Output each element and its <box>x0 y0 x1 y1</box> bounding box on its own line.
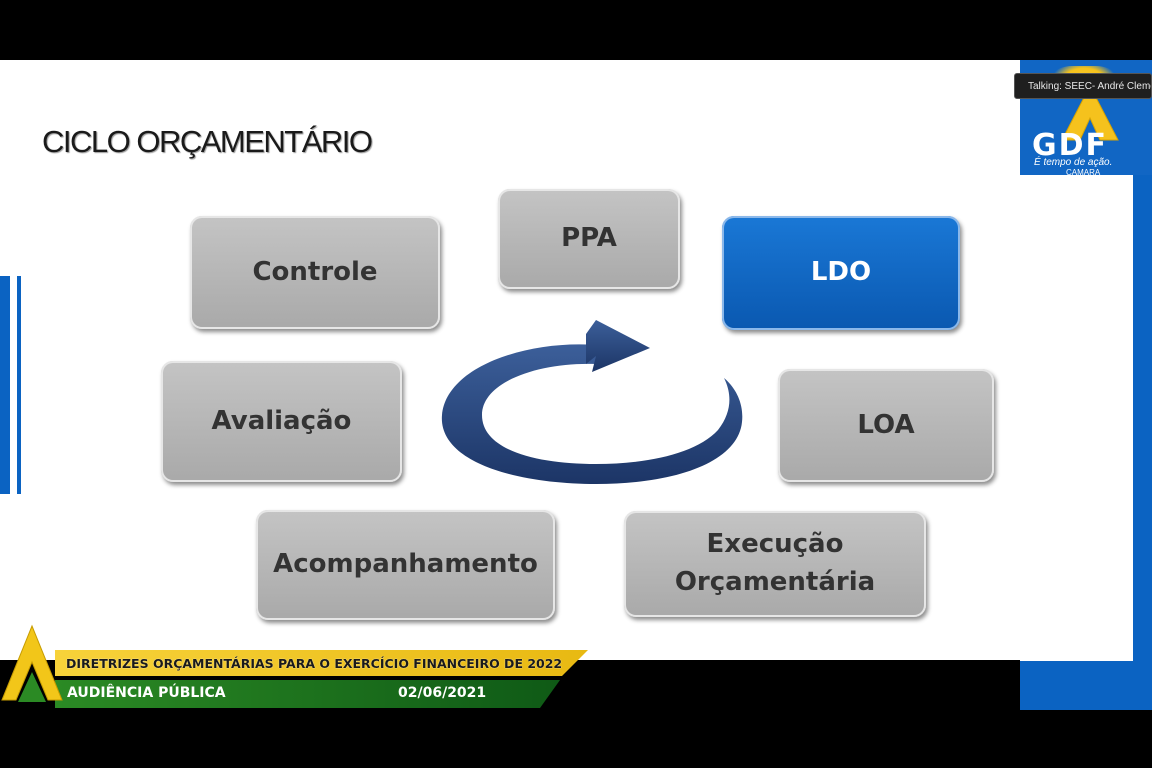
box-ldo: LDO <box>722 216 960 330</box>
video-letterbox-bottom <box>0 710 1152 768</box>
box-controle: Controle <box>190 216 440 329</box>
gdf-camara-label: CAMARA <box>1066 168 1101 177</box>
box-loa: LOA <box>778 369 994 482</box>
gdf-slogan: É tempo de ação. <box>1034 157 1113 168</box>
box-execucao-orcamentaria: Execução Orçamentária <box>624 511 926 617</box>
talking-indicator: Talking: SEEC- André Clemente <box>1014 73 1152 99</box>
slide-title: CICLO ORÇAMENTÁRIO <box>42 124 373 159</box>
slide-left-accent-line <box>17 276 21 494</box>
banner-date: 02/06/2021 <box>398 685 487 701</box>
banner-headline: DIRETRIZES ORÇAMENTÁRIAS PARA O EXERCÍCI… <box>66 656 563 671</box>
cycle-arrow-icon <box>441 320 743 484</box>
box-avaliacao: Avaliação <box>161 361 402 482</box>
slide-left-accent-bar <box>0 276 10 494</box>
box-acompanhamento: Acompanhamento <box>256 510 555 620</box>
event-banner <box>1 624 588 708</box>
slide-right-white-panel <box>1020 175 1133 661</box>
gdf-logo-text: GDF <box>1032 128 1109 163</box>
banner-subtitle: AUDIÊNCIA PÚBLICA <box>67 685 226 701</box>
box-ppa: PPA <box>498 189 680 289</box>
gdf-triangle-icon <box>1061 84 1119 141</box>
